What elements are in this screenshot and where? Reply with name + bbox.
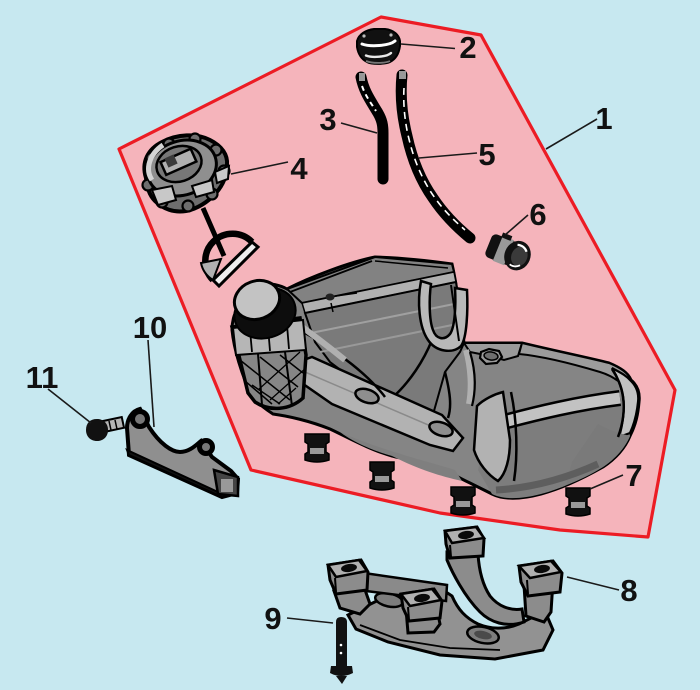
svg-text:2: 2 <box>459 30 476 65</box>
svg-text:3: 3 <box>319 102 336 137</box>
svg-text:5: 5 <box>478 137 495 172</box>
svg-text:1: 1 <box>595 101 612 136</box>
svg-text:9: 9 <box>264 601 281 636</box>
svg-text:10: 10 <box>133 310 167 345</box>
svg-text:6: 6 <box>529 197 546 232</box>
svg-text:4: 4 <box>290 151 308 186</box>
svg-text:11: 11 <box>26 360 59 395</box>
svg-text:8: 8 <box>620 573 637 608</box>
svg-text:7: 7 <box>625 458 642 493</box>
